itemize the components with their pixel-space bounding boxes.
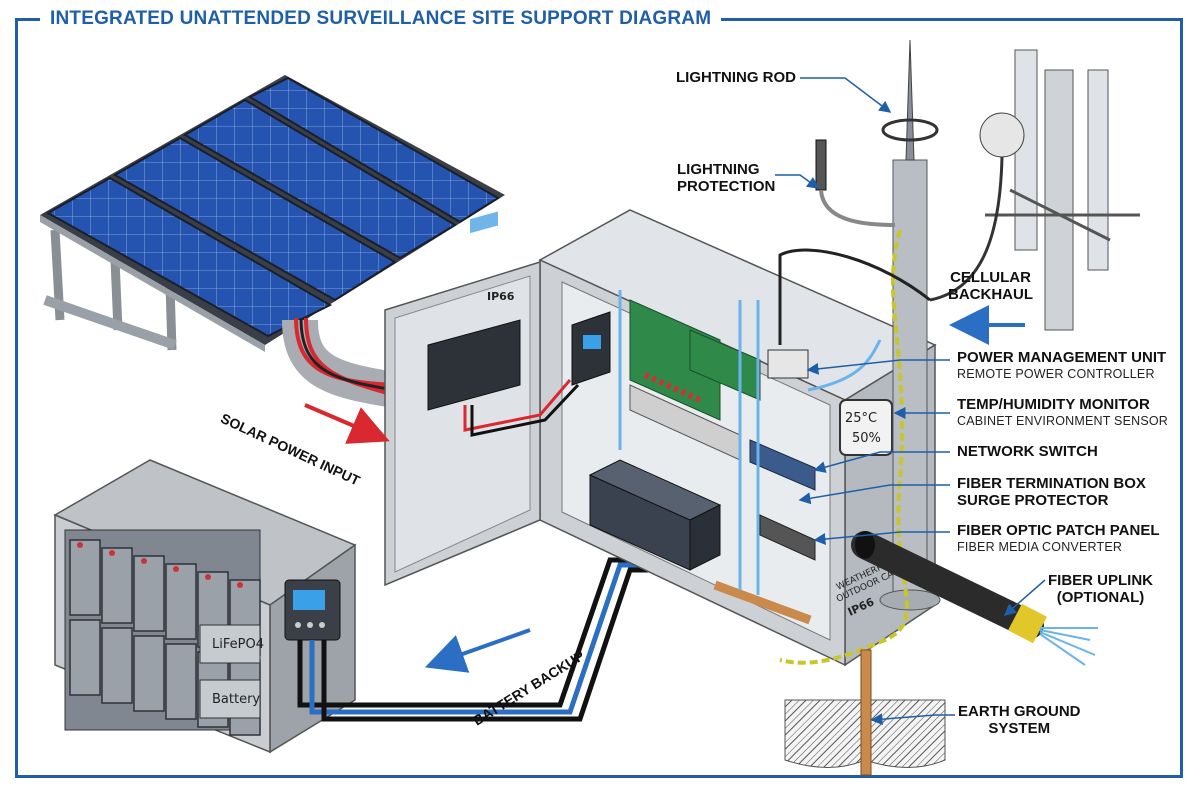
label-network-switch-text: NETWORK SWITCH [957, 443, 1098, 460]
page-title: INTEGRATED UNATTENDED SURVEILLANCE SITE … [50, 8, 712, 29]
label-cellular-backhaul: CELLULAR BACKHAUL [948, 269, 1033, 304]
sensor-temp-text: 25°C [845, 411, 877, 426]
cabinet-door: IP66 [384, 211, 611, 587]
solar-flow-arrow [304, 403, 390, 444]
title-wrap: INTEGRATED UNATTENDED SURVEILLANCE SITE … [40, 8, 722, 30]
battery-chem-text: LiFePO4 [212, 637, 264, 652]
battery-word-text: Battery [212, 692, 260, 707]
label-fiber-uplink-line2: (OPTIONAL) [1056, 588, 1145, 606]
label-lightning-rod-text: LIGHTNING ROD [676, 69, 796, 86]
cellular-antenna [778, 49, 1140, 345]
label-fiber-termination-line2: SURGE PROTECTOR [957, 491, 1109, 509]
label-earth-ground: EARTH GROUND SYSTEM [958, 703, 1081, 738]
label-cellular-backhaul-line1: CELLULAR [950, 269, 1031, 286]
label-fiber-termination-line1: FIBER TERMINATION BOX [957, 475, 1146, 492]
label-lightning-protection-line1: LIGHTNING [677, 161, 760, 178]
label-fiber-uplink: FIBER UPLINK (OPTIONAL) [1048, 572, 1153, 607]
label-temp-humidity: TEMP/HUMIDITY MONITOR CABINET ENVIRONMEN… [957, 396, 1169, 428]
label-fiber-termination: FIBER TERMINATION BOX SURGE PROTECTOR [957, 475, 1146, 510]
label-lightning-rod: LIGHTNING ROD [676, 69, 796, 87]
label-temp-humidity-main: TEMP/HUMIDITY MONITOR [957, 396, 1150, 413]
leader-lines [775, 77, 1046, 726]
label-lightning-protection: LIGHTNING PROTECTION [677, 161, 776, 196]
label-fiber-uplink-line1: FIBER UPLINK [1048, 572, 1153, 589]
flow-arrows [304, 305, 1025, 673]
door-rating-text: IP66 [487, 290, 515, 303]
label-earth-ground-line2: SYSTEM [988, 719, 1051, 737]
label-temp-humidity-sub: CABINET ENVIRONMENT SENSOR [957, 413, 1169, 428]
label-fiber-patch-sub: FIBER MEDIA CONVERTER [957, 539, 1123, 554]
label-power-management-main: POWER MANAGEMENT UNIT [957, 349, 1167, 366]
earth-ground [784, 649, 946, 776]
label-cellular-backhaul-line2: BACKHAUL [948, 285, 1033, 303]
label-earth-ground-line1: EARTH GROUND [958, 703, 1081, 720]
label-power-management-sub: REMOTE POWER CONTROLLER [957, 366, 1155, 381]
label-power-management: POWER MANAGEMENT UNIT REMOTE POWER CONTR… [957, 349, 1167, 381]
battery-flow-arrow [424, 628, 531, 673]
battery-cables [297, 557, 655, 722]
label-fiber-patch-main: FIBER OPTIC PATCH PANEL [957, 522, 1160, 539]
pole [779, 39, 941, 665]
label-lightning-protection-line2: PROTECTION [677, 177, 776, 195]
fiber-cable [851, 531, 1098, 666]
battery-bank: LiFePO4 Battery [53, 459, 357, 754]
label-network-switch: NETWORK SWITCH [957, 443, 1098, 461]
solar-array [40, 75, 505, 352]
solar-conduit [282, 317, 398, 408]
sensor-hum-text: 50% [852, 431, 881, 446]
label-fiber-patch: FIBER OPTIC PATCH PANEL FIBER MEDIA CONV… [957, 522, 1160, 554]
